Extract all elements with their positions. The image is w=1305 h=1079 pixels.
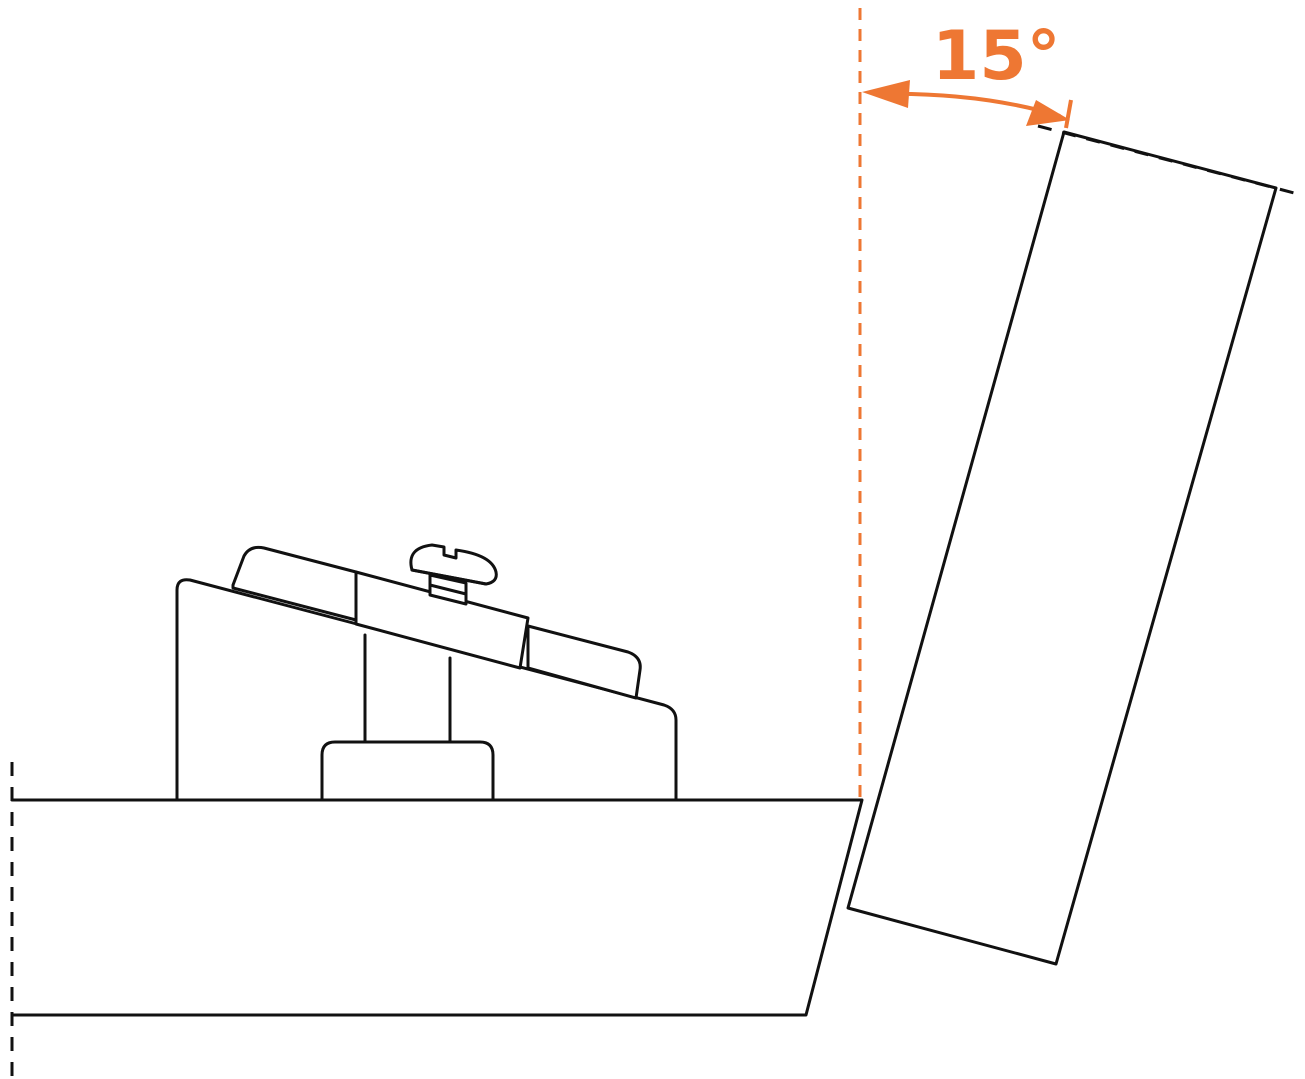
cabinet-panel (10, 798, 864, 1017)
angle-tick-right (1064, 99, 1073, 129)
hinge-right-pad (526, 624, 642, 700)
hinge-foot-block (320, 740, 495, 802)
adjustment-screw-head-icon (409, 543, 498, 586)
hinge-arm (354, 570, 530, 670)
arrow-right-icon (1026, 100, 1070, 126)
angle-label: 15° (932, 17, 1061, 96)
door-top-dashed-extension (1037, 124, 1299, 196)
arrow-left-icon (862, 80, 910, 108)
door-panel (846, 130, 1278, 966)
adjustment-screw-stem-ring (428, 583, 468, 596)
adjustment-screw-head-base (410, 568, 488, 586)
